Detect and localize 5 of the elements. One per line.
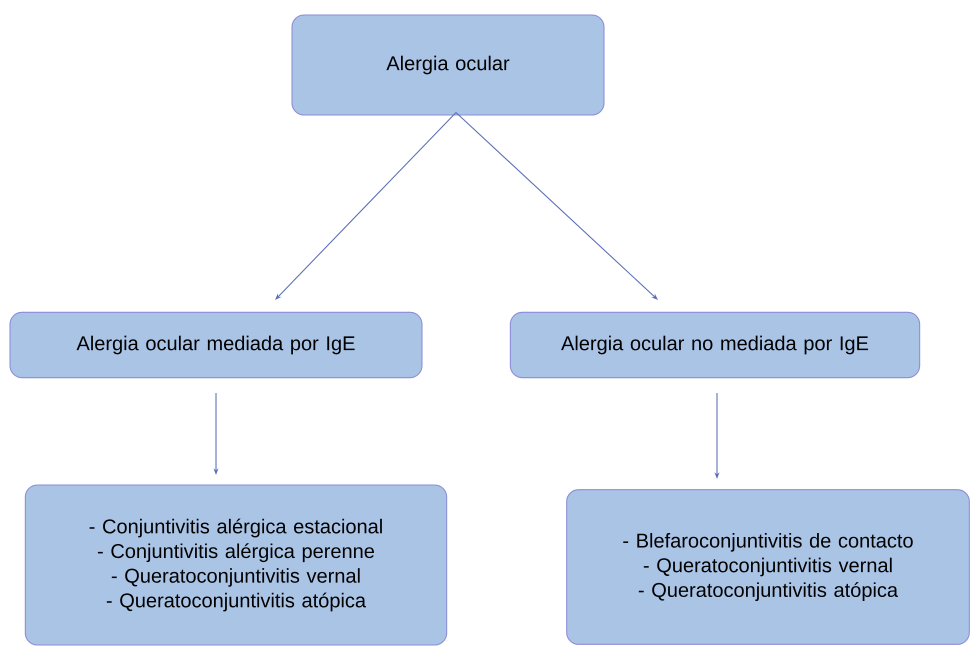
category-box: Alergia ocular no mediada por IgE bbox=[510, 312, 920, 378]
category-box: - Conjuntivitis alérgica estacional - Conjuntivitis alérgica perenne - Queratoconjuntivitis vernal - Queratoconjuntivitis atópica bbox=[24, 484, 448, 646]
category-box: - Blefaroconjuntivitis de contacto - Queratoconjuntivitis vernal - Queratoconjuntivitis atópica bbox=[566, 489, 970, 645]
category-box: Alergia ocular bbox=[291, 14, 605, 116]
category-box: Alergia ocular mediada por IgE bbox=[9, 312, 423, 378]
